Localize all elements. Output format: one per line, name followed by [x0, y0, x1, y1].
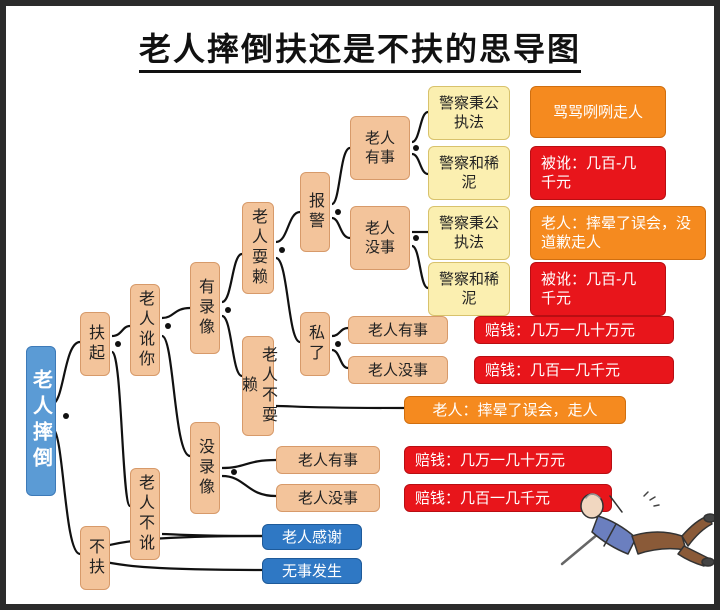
node-lao-ren-bu-shua-lai: 老人不耍赖 [239, 336, 278, 436]
node-bao-jing-mei-shi: 老人没事 [350, 206, 410, 270]
node-police-fair-1: 警察秉公执法 [428, 86, 510, 140]
outcome-pay-big-1: 赔钱：几万一几十万元 [474, 316, 674, 344]
outcome-apology: 老人：摔晕了误会，没道歉走人 [530, 206, 706, 260]
node-bao-jing: 报警 [300, 172, 330, 252]
node-norec-mei-shi: 老人没事 [276, 484, 380, 512]
outcome-scold-leave: 骂骂咧咧走人 [530, 86, 666, 138]
node-fu-qi: 扶起 [80, 312, 110, 376]
page-title: 老人摔倒扶还是不扶的思导图 [6, 24, 714, 73]
node-police-fair-2: 警察秉公执法 [428, 206, 510, 260]
root-node: 老人摔倒 [26, 346, 56, 496]
node-lao-ren-bu-e: 老人不讹 [130, 468, 160, 560]
node-bao-jing-mei-shi-label: 老人没事 [364, 219, 395, 256]
outcome-nothing: 无事发生 [262, 558, 362, 584]
node-norec-you-shi: 老人有事 [276, 446, 380, 474]
node-lao-ren-e-ni: 老人讹你 [130, 284, 160, 376]
node-police-muddy-2: 警察和稀泥 [428, 262, 510, 316]
elderly-person-fallen-icon [560, 491, 714, 567]
outcome-misunderstand: 老人：摔晕了误会，走人 [404, 396, 626, 424]
node-si-le: 私了 [300, 312, 330, 376]
outcome-extort-1: 被讹：几百-几千元 [530, 146, 666, 200]
outcome-extort-2: 被讹：几百-几千元 [530, 262, 666, 316]
outcome-extort-1-label: 被讹：几百-几千元 [541, 154, 637, 191]
outcome-apology-label: 老人：摔晕了误会，没道歉走人 [541, 214, 692, 251]
outcome-pay-small-1: 赔钱：几百一几千元 [474, 356, 674, 384]
node-bu-fu: 不扶 [80, 526, 110, 590]
node-lao-ren-shua-lai: 老人耍赖 [242, 202, 274, 294]
node-police-fair-2-label: 警察秉公执法 [438, 214, 499, 251]
node-you-lu-xiang: 有录像 [190, 262, 220, 354]
node-private-you-shi: 老人有事 [348, 316, 448, 344]
node-bao-jing-you-shi: 老人有事 [350, 116, 410, 180]
outcome-pay-small-2: 赔钱：几百一几千元 [404, 484, 612, 512]
node-bao-jing-you-shi-label: 老人有事 [364, 129, 395, 166]
node-police-fair-1-label: 警察秉公执法 [438, 94, 499, 131]
outcome-thanks: 老人感谢 [262, 524, 362, 550]
node-police-muddy-1: 警察和稀泥 [428, 146, 510, 200]
node-police-muddy-2-label: 警察和稀泥 [438, 270, 499, 307]
mind-map-canvas: 老人摔倒扶还是不扶的思导图 老人摔倒 扶起 不扶 老人讹你 老人不讹 有录像 没… [6, 6, 714, 604]
outcome-pay-big-2: 赔钱：几万一几十万元 [404, 446, 612, 474]
node-police-muddy-1-label: 警察和稀泥 [438, 154, 499, 191]
node-private-mei-shi: 老人没事 [348, 356, 448, 384]
connector-lines [50, 110, 429, 572]
node-mei-lu-xiang: 没录像 [190, 422, 220, 514]
outcome-extort-2-label: 被讹：几百-几千元 [541, 270, 637, 307]
